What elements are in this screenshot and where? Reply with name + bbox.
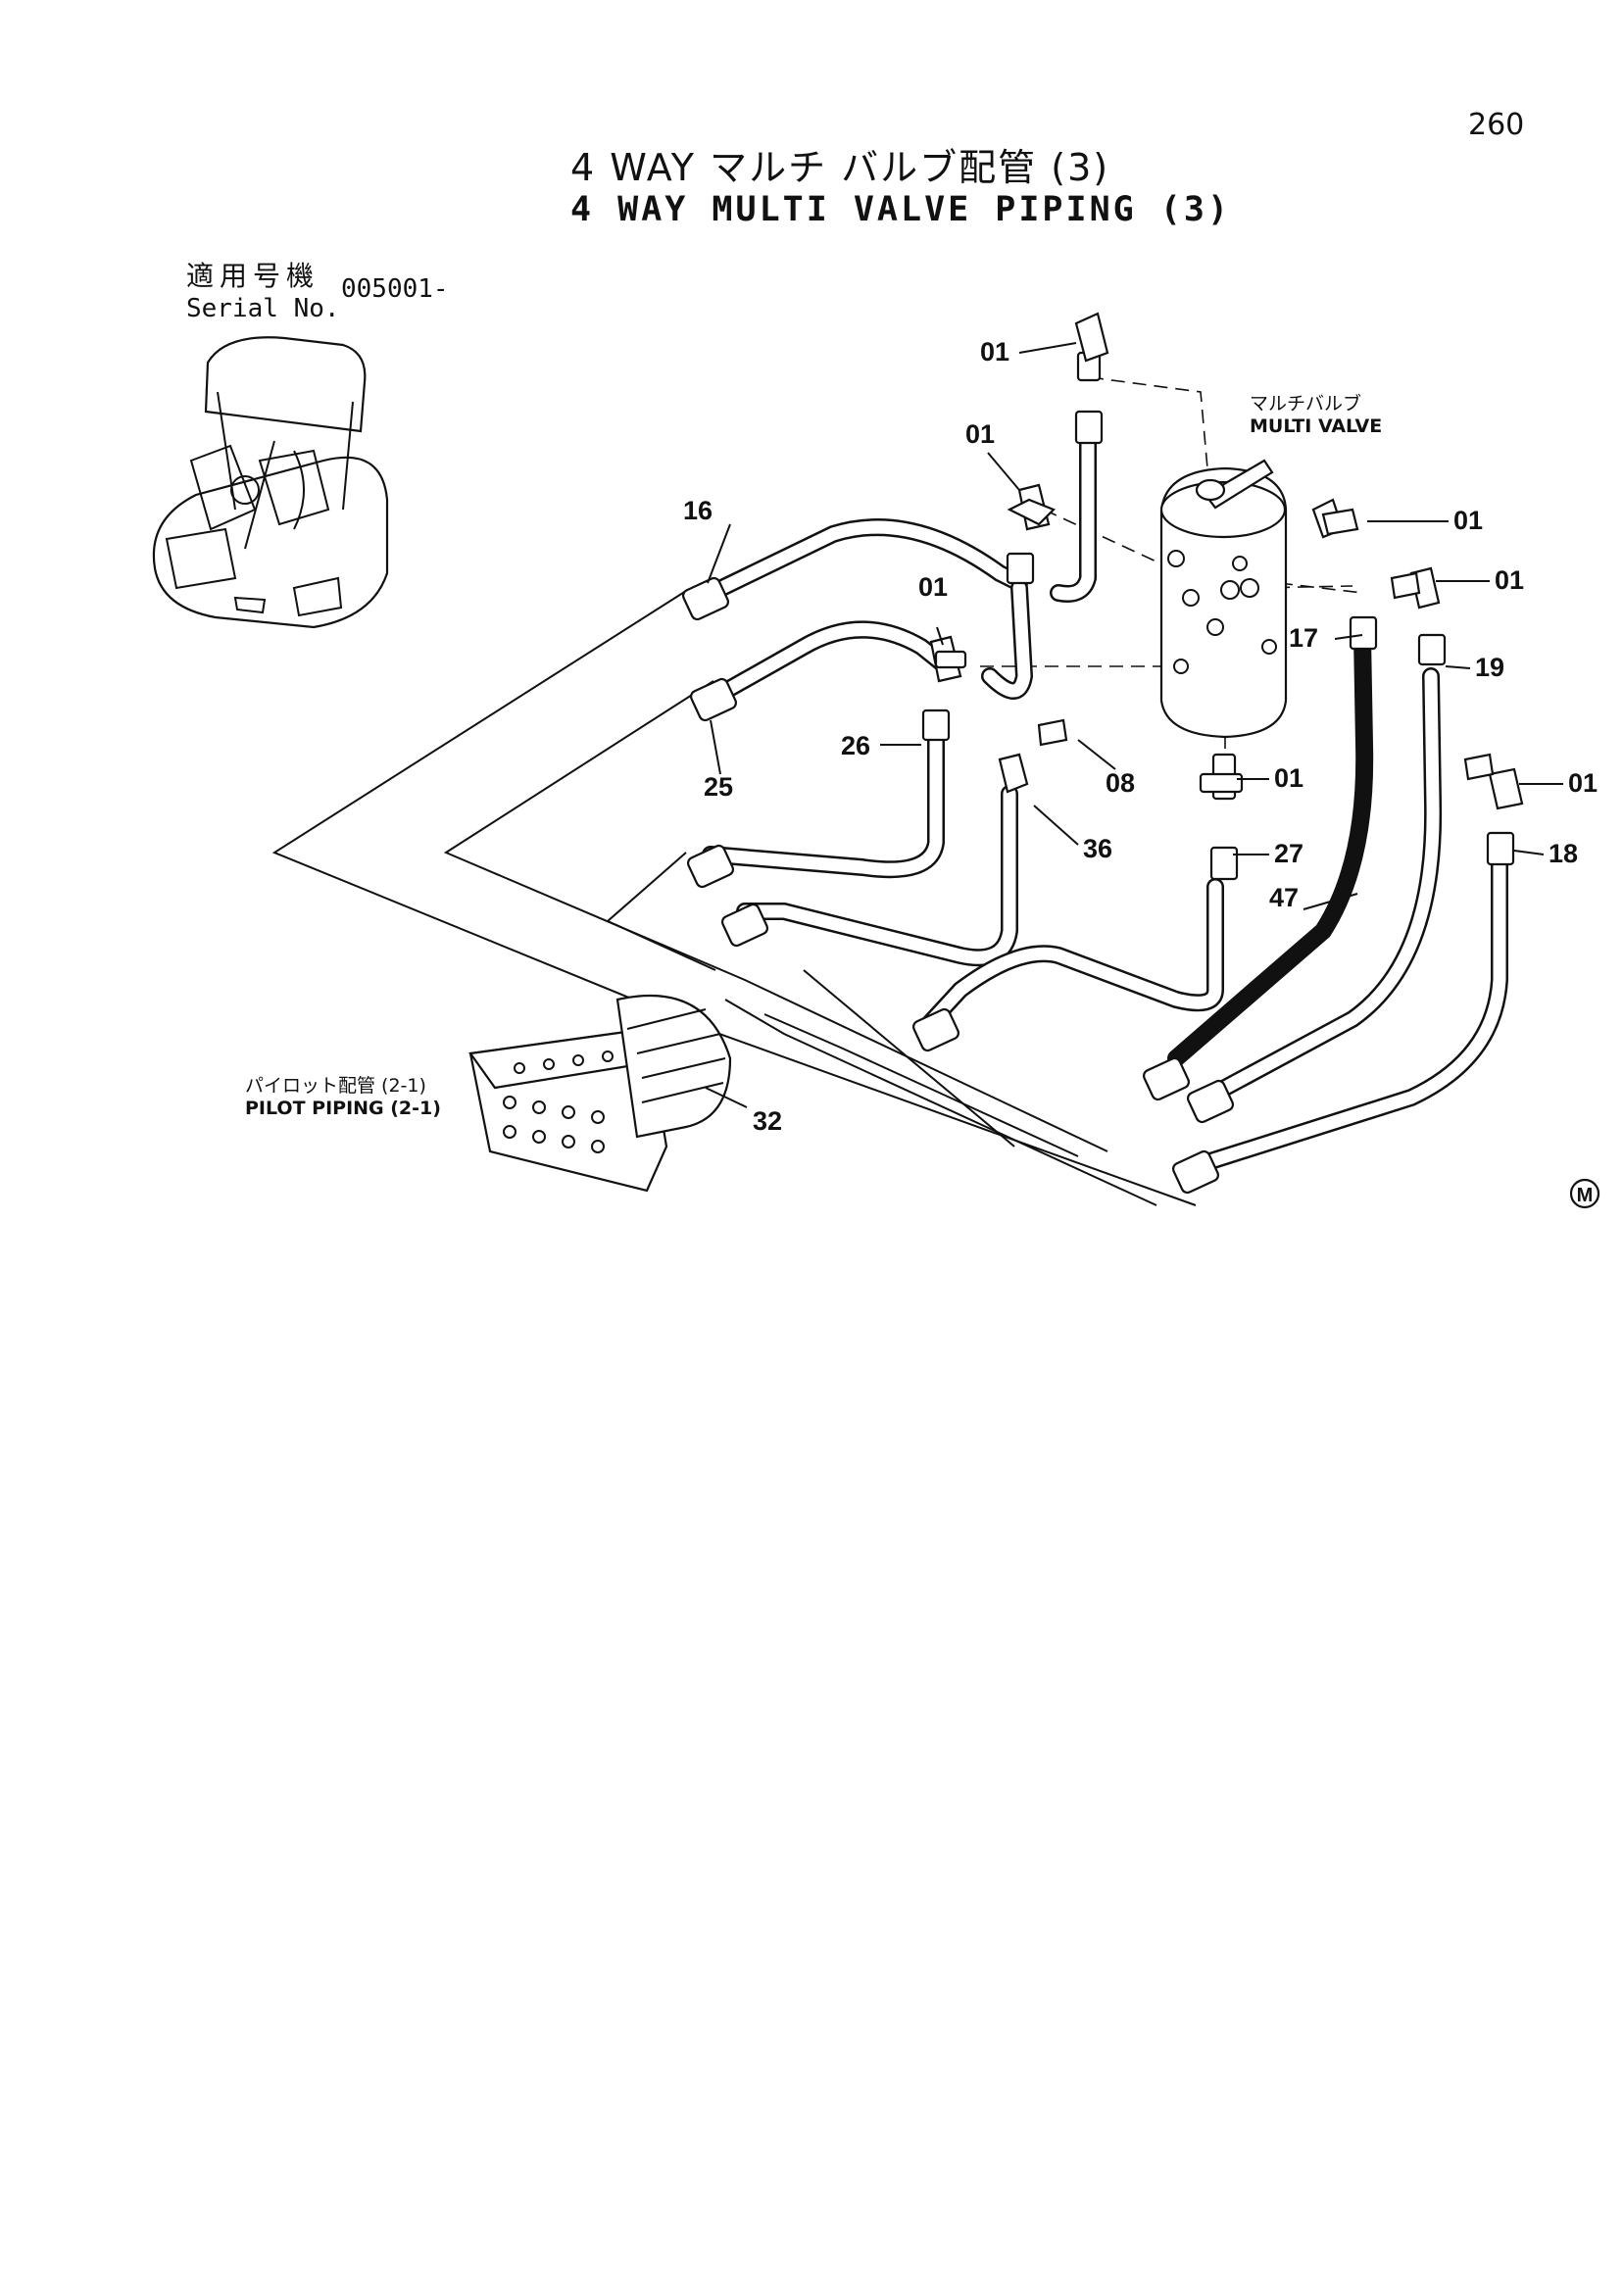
- page-number: 260: [1468, 108, 1525, 142]
- excavator-overview-illustration: [152, 336, 389, 629]
- callout-01-right-upper: 01: [1453, 506, 1483, 535]
- callout-01-mid: 01: [918, 572, 948, 602]
- callout-36: 36: [1083, 834, 1112, 863]
- callout-32: 32: [753, 1106, 782, 1136]
- spring-sleeve-hose-47: [1171, 666, 1372, 1064]
- callout-01-left: 01: [965, 419, 995, 449]
- callout-25: 25: [704, 772, 733, 802]
- callout-27: 27: [1274, 839, 1303, 868]
- title-english: 4 WAY MULTI VALVE PIPING (3): [570, 190, 1232, 229]
- multi-valve-label-japanese: マルチバルブ: [1250, 393, 1362, 415]
- serial-label-japanese: 適用号機: [186, 260, 320, 292]
- hose-couplings: [681, 576, 1235, 1195]
- callout-18: 18: [1549, 839, 1578, 868]
- pilot-piping-label-japanese: パイロット配管 (2-1): [245, 1075, 426, 1097]
- pilot-valve-block: [468, 994, 732, 1193]
- callout-01-far-right: 01: [1568, 768, 1598, 798]
- callout-01-top: 01: [980, 337, 1009, 366]
- callout-26: 26: [841, 731, 870, 760]
- serial-number-value: 005001-: [341, 274, 449, 304]
- leader-lines: [705, 342, 1563, 1108]
- m-mark-symbol: M: [1569, 1178, 1600, 1209]
- callout-17: 17: [1289, 623, 1318, 653]
- multi-valve-label-english: MULTI VALVE: [1250, 415, 1383, 437]
- callout-16: 16: [683, 496, 713, 525]
- m-mark-letter: M: [1577, 1185, 1594, 1206]
- multi-valve-body: [1159, 459, 1288, 739]
- pilot-piping-label-english: PILOT PIPING (2-1): [245, 1098, 441, 1119]
- alignment-dashed-lines: [980, 376, 1363, 774]
- routing-outline-lines: [271, 590, 1197, 1206]
- fittings: [921, 312, 1524, 881]
- callout-labels: 01 01 01 01 01 01 01 16 25 26 08 36 17 1…: [683, 337, 1598, 1136]
- callout-47: 47: [1269, 883, 1299, 912]
- callout-19: 19: [1475, 653, 1504, 682]
- callout-01-right-lower: 01: [1495, 565, 1524, 595]
- callout-08: 08: [1106, 768, 1135, 798]
- title-japanese: 4 WAY マルチ バルブ配管 (3): [570, 146, 1110, 189]
- callout-01-low: 01: [1274, 763, 1303, 793]
- serial-label-english: Serial No.: [186, 294, 340, 323]
